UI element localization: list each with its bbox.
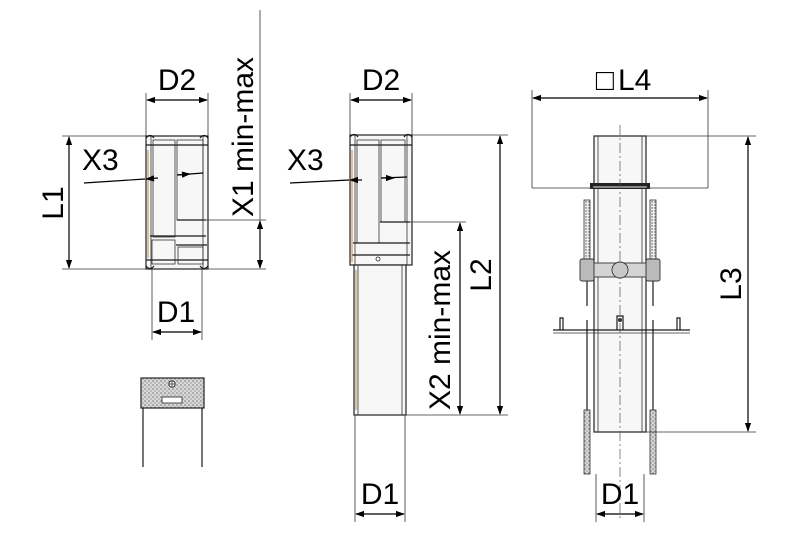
label-x1: X1 min-max	[227, 57, 260, 217]
label-l3: L3	[715, 267, 748, 300]
label-d1-b: D1	[361, 478, 399, 511]
label-l4: L4	[618, 64, 651, 97]
clamp-sketch	[140, 377, 205, 467]
label-d1-a: D1	[157, 296, 195, 329]
drawing-2: D2 X3 X2 min-max L2 D1	[287, 64, 508, 522]
label-l2: L2	[465, 258, 498, 291]
drawing-3: □ L4 L3 D1	[531, 64, 756, 522]
label-d2-a: D2	[158, 64, 196, 97]
label-x3-b: X3	[287, 144, 324, 177]
label-x2: X2 min-max	[424, 250, 457, 410]
label-d2-b: D2	[362, 64, 400, 97]
label-l4-prefix: □	[596, 64, 615, 97]
label-x3-a: X3	[82, 144, 119, 177]
label-l1: L1	[37, 186, 70, 219]
label-d1-c: D1	[601, 478, 639, 511]
drawing-1: D2 L1 X3 X1 min-max D1	[37, 10, 266, 340]
